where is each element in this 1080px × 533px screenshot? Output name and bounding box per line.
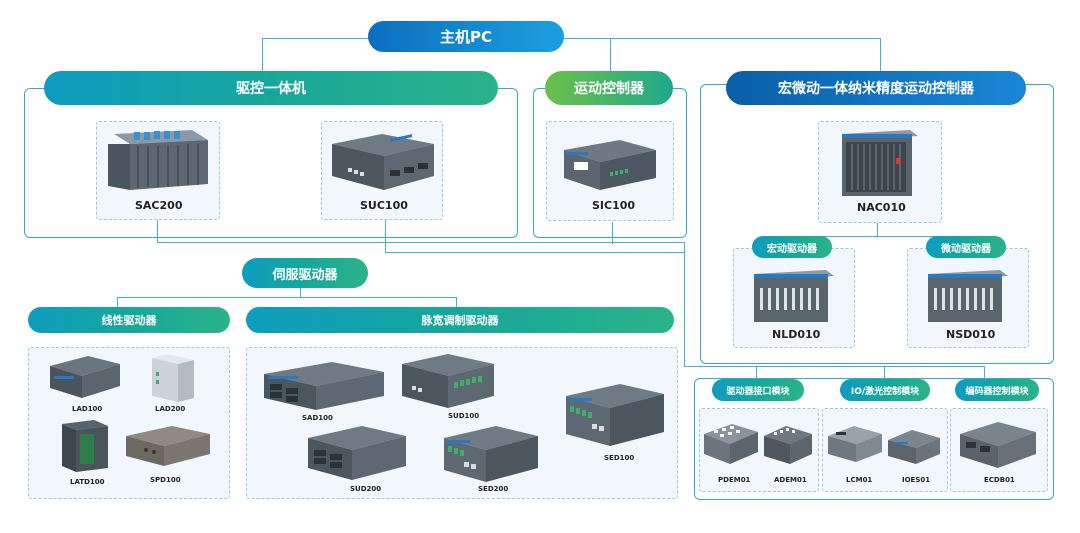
encoder-ctrl-pill: 编码器控制模块 [955,379,1039,401]
macro-micro-pill: 宏微动一体纳米精度运动控制器 [726,71,1026,105]
connector-line [610,38,611,72]
suc100-image [332,134,434,190]
connector-line [385,252,685,253]
connector-line [684,242,685,366]
pdem01-image [704,424,758,464]
connector-line [117,297,118,307]
latd100-image [62,420,108,472]
sad100-label: SAD100 [302,414,333,422]
sud100-image [402,354,494,408]
modules-frame [694,378,1054,500]
sad100-image [264,362,384,410]
sud200-label: SUD200 [350,485,382,493]
sud200-image [308,426,406,480]
connector-line [117,297,457,298]
motion-controller-pill: 运动控制器 [545,71,673,105]
ecdb01-label: ECDB01 [984,476,1015,484]
connector-line [300,287,301,297]
driver-interface-pill: 驱动器接口模块 [712,379,804,401]
lad100-image [50,356,120,398]
nac010-image [842,130,918,196]
connector-line [984,366,985,378]
sac200-image [108,130,208,190]
sud100-label: SUD100 [448,412,480,420]
latd100-label: LATD100 [70,478,105,486]
adem01-label: ADEM01 [774,476,807,484]
ioes01-image [888,430,940,464]
sed200-label: SED200 [478,485,509,493]
connector-line [877,222,878,236]
sed200-image [444,426,538,482]
connector-line [456,297,457,307]
pwm-driver-pill: 脉宽调制驱动器 [246,307,674,333]
connector-line [880,38,881,72]
connector-line [157,242,684,243]
adem01-image [764,426,812,464]
sic100-label: SIC100 [592,199,636,212]
micro-driver-pill: 微动驱动器 [926,236,1006,258]
sed100-label: SED100 [604,454,635,462]
connector-line [262,38,263,72]
connector-line [612,222,613,244]
linear-driver-pill: 线性驱动器 [28,307,230,333]
nsd010-label: NSD010 [946,328,996,341]
nld010-image [754,270,834,322]
sed100-image [566,384,664,446]
nac010-label: NAC010 [857,201,906,214]
lad200-label: LAD200 [155,405,186,413]
connector-line [756,366,757,378]
connector-line [684,366,984,367]
lcm01-label: LCM01 [846,476,873,484]
suc100-label: SUC100 [360,199,408,212]
drive-control-pill: 驱控一体机 [44,71,498,105]
pdem01-label: PDEM01 [718,476,751,484]
connector-line [262,38,880,39]
macro-driver-pill: 宏动驱动器 [752,236,832,258]
sic100-image [564,140,656,190]
servo-driver-pill: 伺服驱动器 [242,258,368,288]
ioes01-label: IOES01 [902,476,931,484]
lcm01-image [828,426,882,462]
lad100-label: LAD100 [72,405,103,413]
sac200-label: SAC200 [135,199,183,212]
lad200-image [152,354,194,402]
nld010-label: NLD010 [772,328,821,341]
connector-line [157,220,158,242]
connector-line [385,220,386,252]
root-pill: 主机PC [368,21,564,52]
spd100-image [126,426,210,466]
connector-line [884,366,885,378]
ecdb01-image [960,422,1036,468]
nsd010-image [928,270,1008,322]
connector-line [791,236,965,237]
io-laser-pill: IO/激光控制模块 [840,379,930,401]
spd100-label: SPD100 [150,476,181,484]
